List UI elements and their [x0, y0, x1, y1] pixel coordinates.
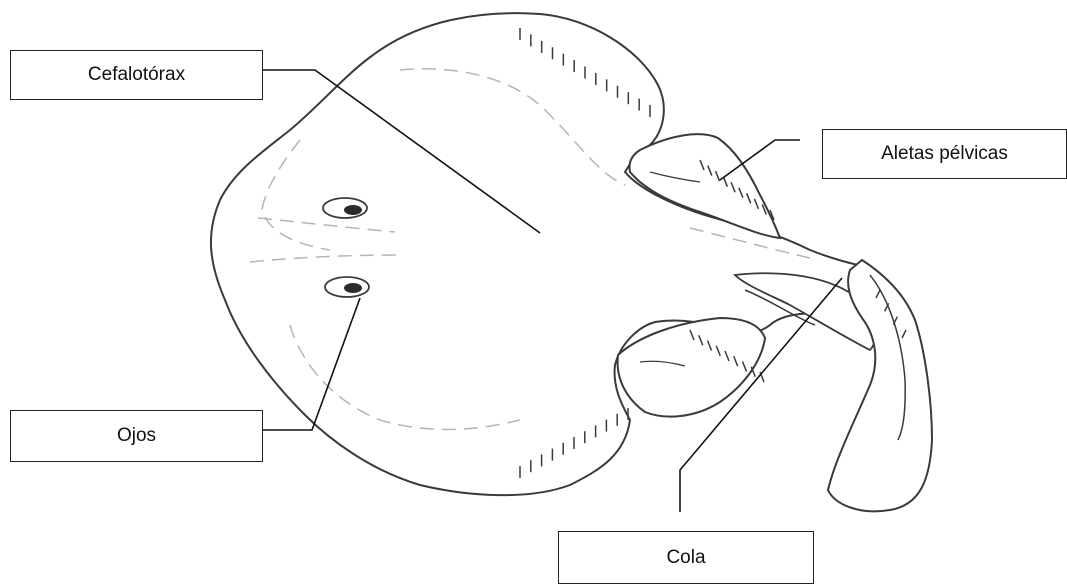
- inner-dashed-line-snout: [258, 218, 395, 232]
- inner-dashed-line-mid: [250, 255, 400, 262]
- inner-dashed-line-left: [262, 140, 330, 250]
- label-cola: Cola: [558, 531, 814, 584]
- label-ojos: Ojos: [10, 410, 263, 462]
- inner-dashed-line-lower: [290, 325, 520, 429]
- eye-lower: [325, 277, 369, 297]
- label-cefalotorax: Cefalotórax: [10, 50, 263, 100]
- spine-rows: [520, 28, 906, 478]
- eye-upper: [323, 198, 367, 218]
- label-aletas-pelvicas: Aletas pélvicas: [822, 129, 1067, 179]
- upper-pelvic-fin: [629, 134, 780, 238]
- inner-dashed-line-tail: [690, 228, 810, 258]
- inner-dashed-line-top: [400, 69, 625, 185]
- leader-cefalotorax: [263, 70, 540, 233]
- body-outline: [211, 13, 912, 495]
- leader-ojos: [263, 298, 360, 430]
